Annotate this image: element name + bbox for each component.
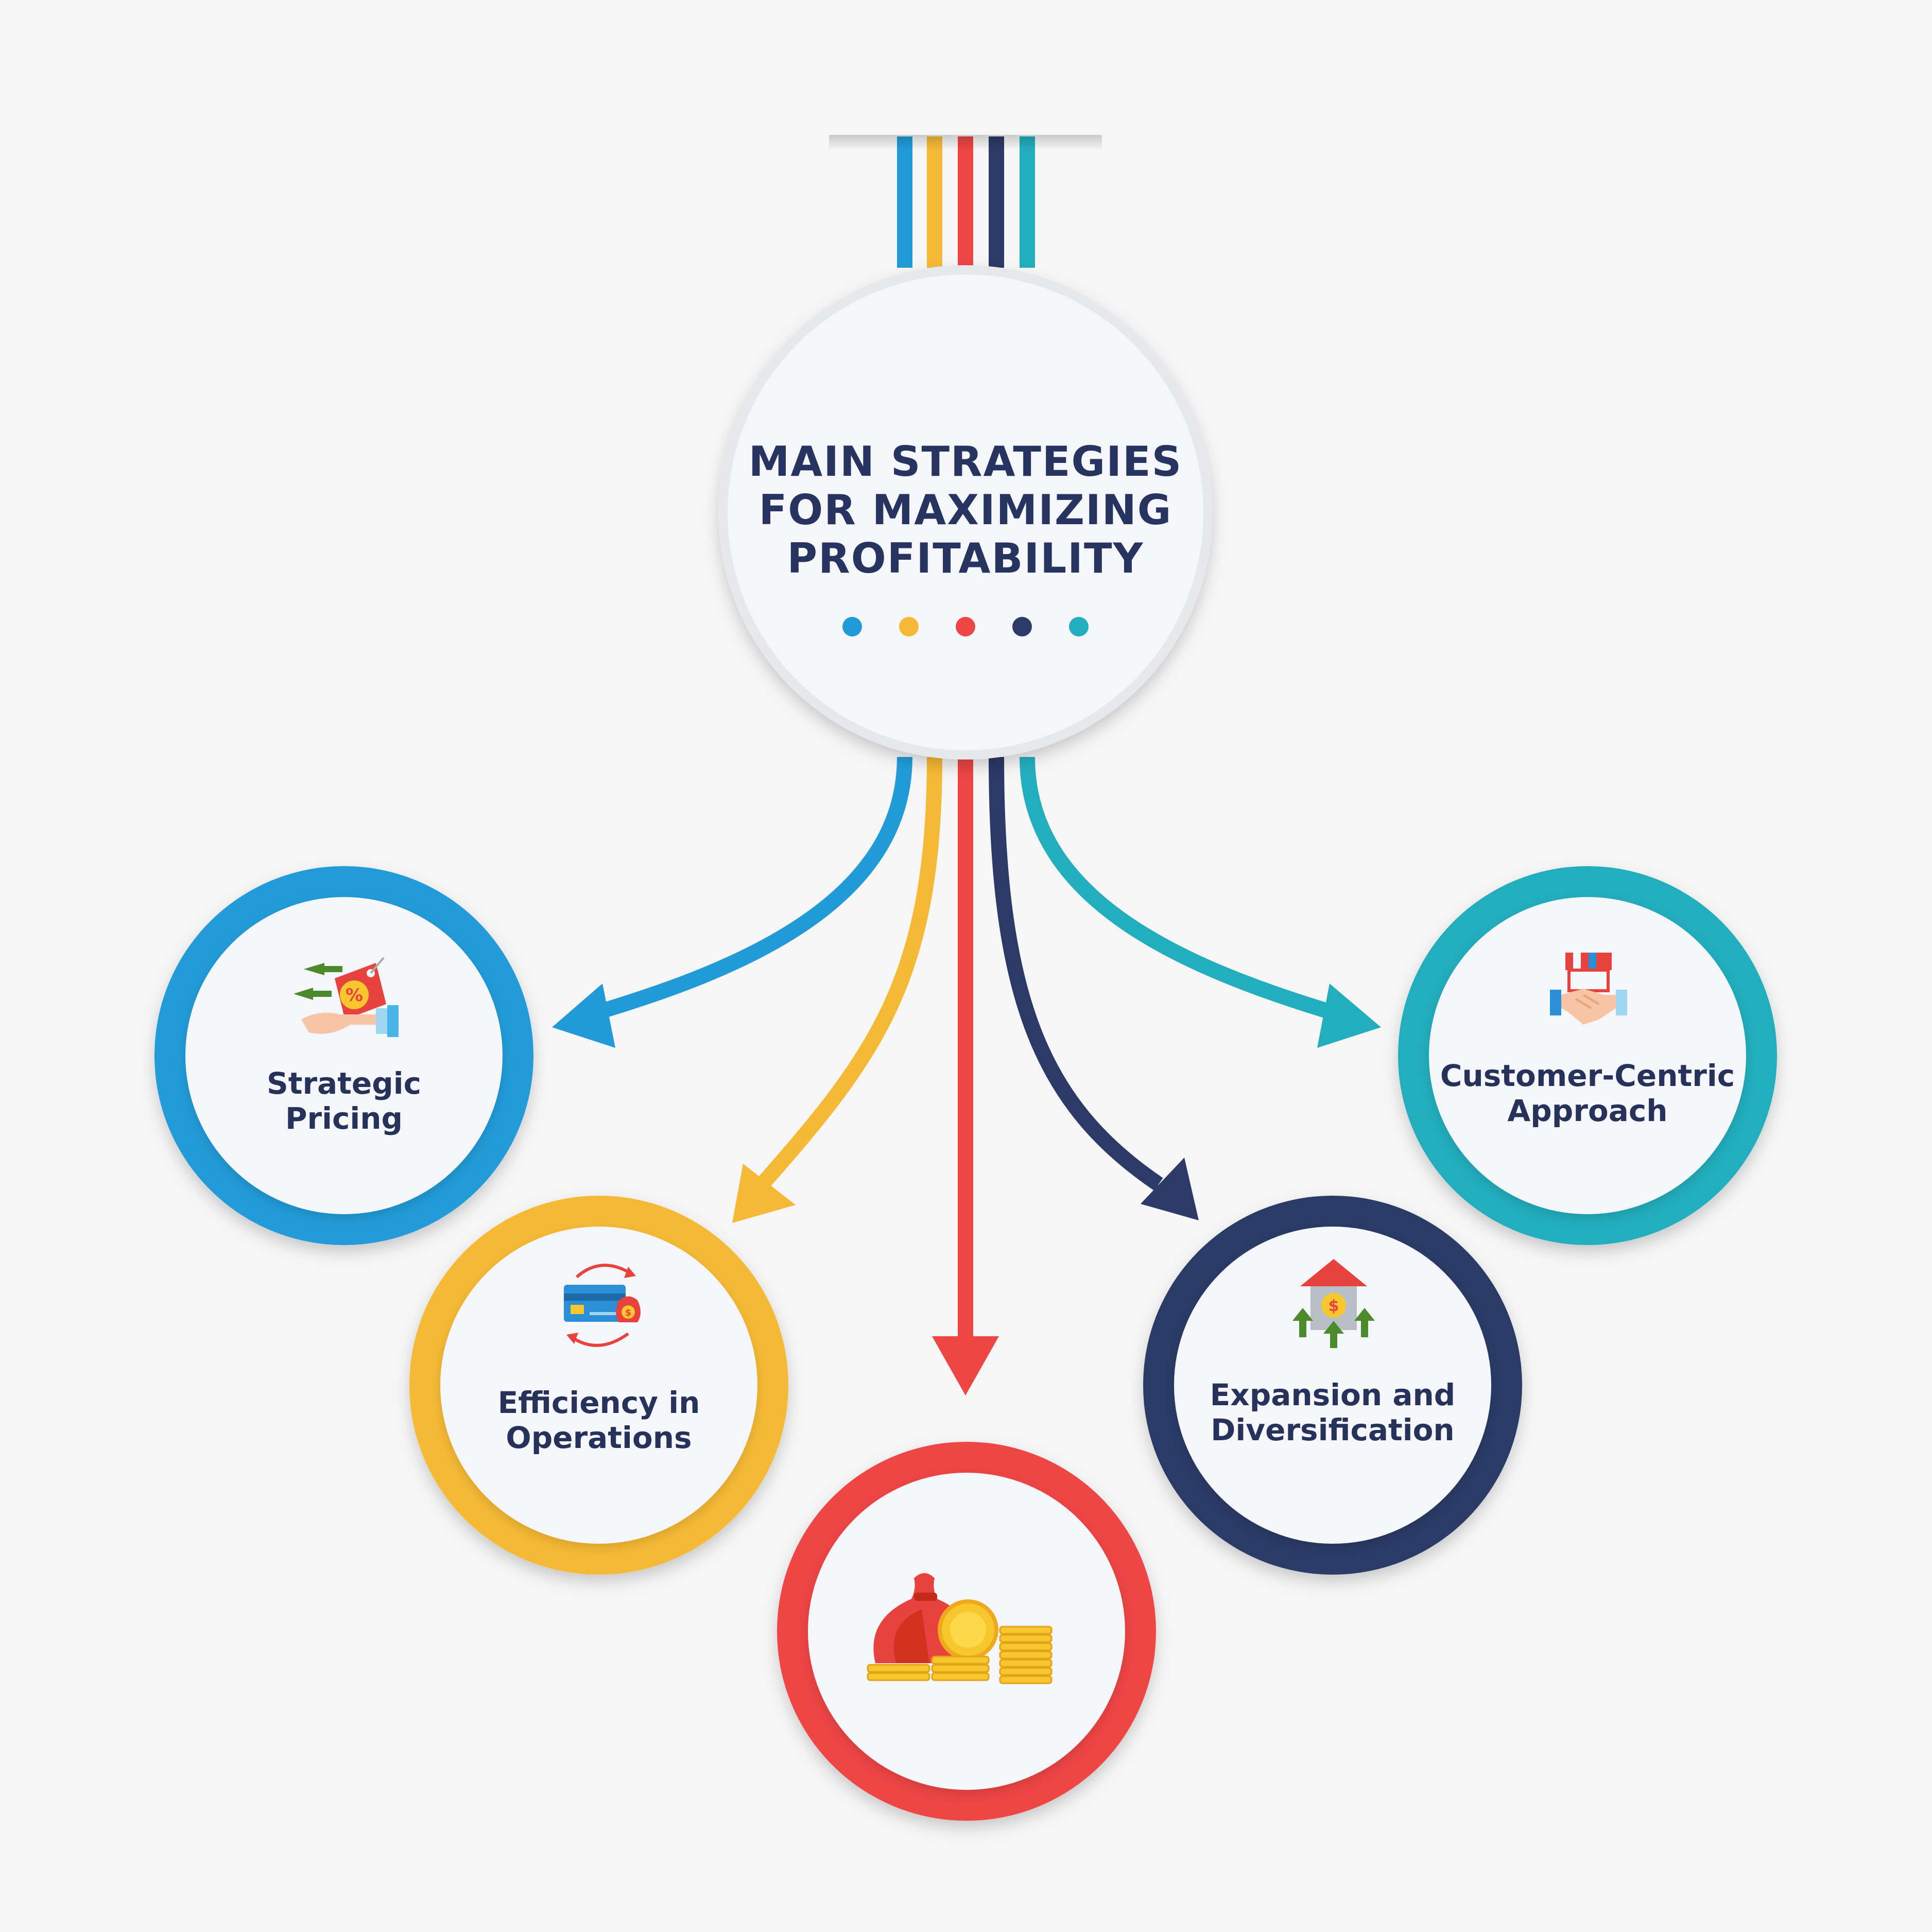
label-line-1: Efficiency in [470, 1385, 728, 1420]
title-line-3: PROFITABILITY [721, 534, 1210, 583]
node-customer-centric-approach [1398, 866, 1777, 1245]
label-line-1: Expansion and [1194, 1377, 1472, 1412]
page-title: MAIN STRATEGIES FOR MAXIMIZING PROFITABI… [721, 438, 1210, 583]
label-customer-centric-approach: Customer-Centric Approach [1433, 1058, 1742, 1128]
stripe-blue [897, 136, 912, 268]
label-line-2: Pricing [228, 1101, 460, 1136]
title-line-2: FOR MAXIMIZING [721, 486, 1210, 534]
svg-text:$: $ [1329, 1297, 1339, 1315]
label-line-2: Diversification [1194, 1412, 1472, 1447]
title-line-1: MAIN STRATEGIES [721, 438, 1210, 486]
node-strategic-pricing [154, 866, 533, 1245]
arrowhead-red [932, 1336, 999, 1395]
stripe-yellow [927, 136, 942, 268]
connector-teal [1027, 757, 1339, 1014]
svg-text:%: % [346, 985, 363, 1006]
dot-yellow [899, 617, 919, 636]
arrowhead-blue [552, 984, 615, 1048]
arrowhead-teal [1317, 984, 1381, 1048]
connector-navy [996, 757, 1159, 1184]
connector-yellow [762, 757, 935, 1184]
label-line-1: Strategic [228, 1066, 460, 1101]
stripe-red [958, 136, 973, 268]
dot-red [956, 617, 975, 636]
stripe-navy [989, 136, 1004, 268]
svg-text:$: $ [625, 1307, 632, 1318]
label-expansion-and-diversification: Expansion and Diversification [1194, 1377, 1472, 1447]
connector-blue [582, 757, 905, 1017]
label-line-2: Operations [470, 1420, 728, 1455]
dot-navy [1012, 617, 1032, 636]
stripe-teal [1020, 136, 1035, 268]
arrowhead-navy [1141, 1158, 1199, 1220]
dot-blue [842, 617, 862, 636]
label-strategic-pricing: Strategic Pricing [228, 1066, 460, 1136]
top-stripes [829, 135, 1102, 268]
label-efficiency-in-operations: Efficiency in Operations [470, 1385, 728, 1455]
dot-teal [1069, 617, 1089, 636]
label-line-1: Customer-Centric [1433, 1058, 1742, 1093]
label-line-2: Approach [1433, 1093, 1742, 1128]
